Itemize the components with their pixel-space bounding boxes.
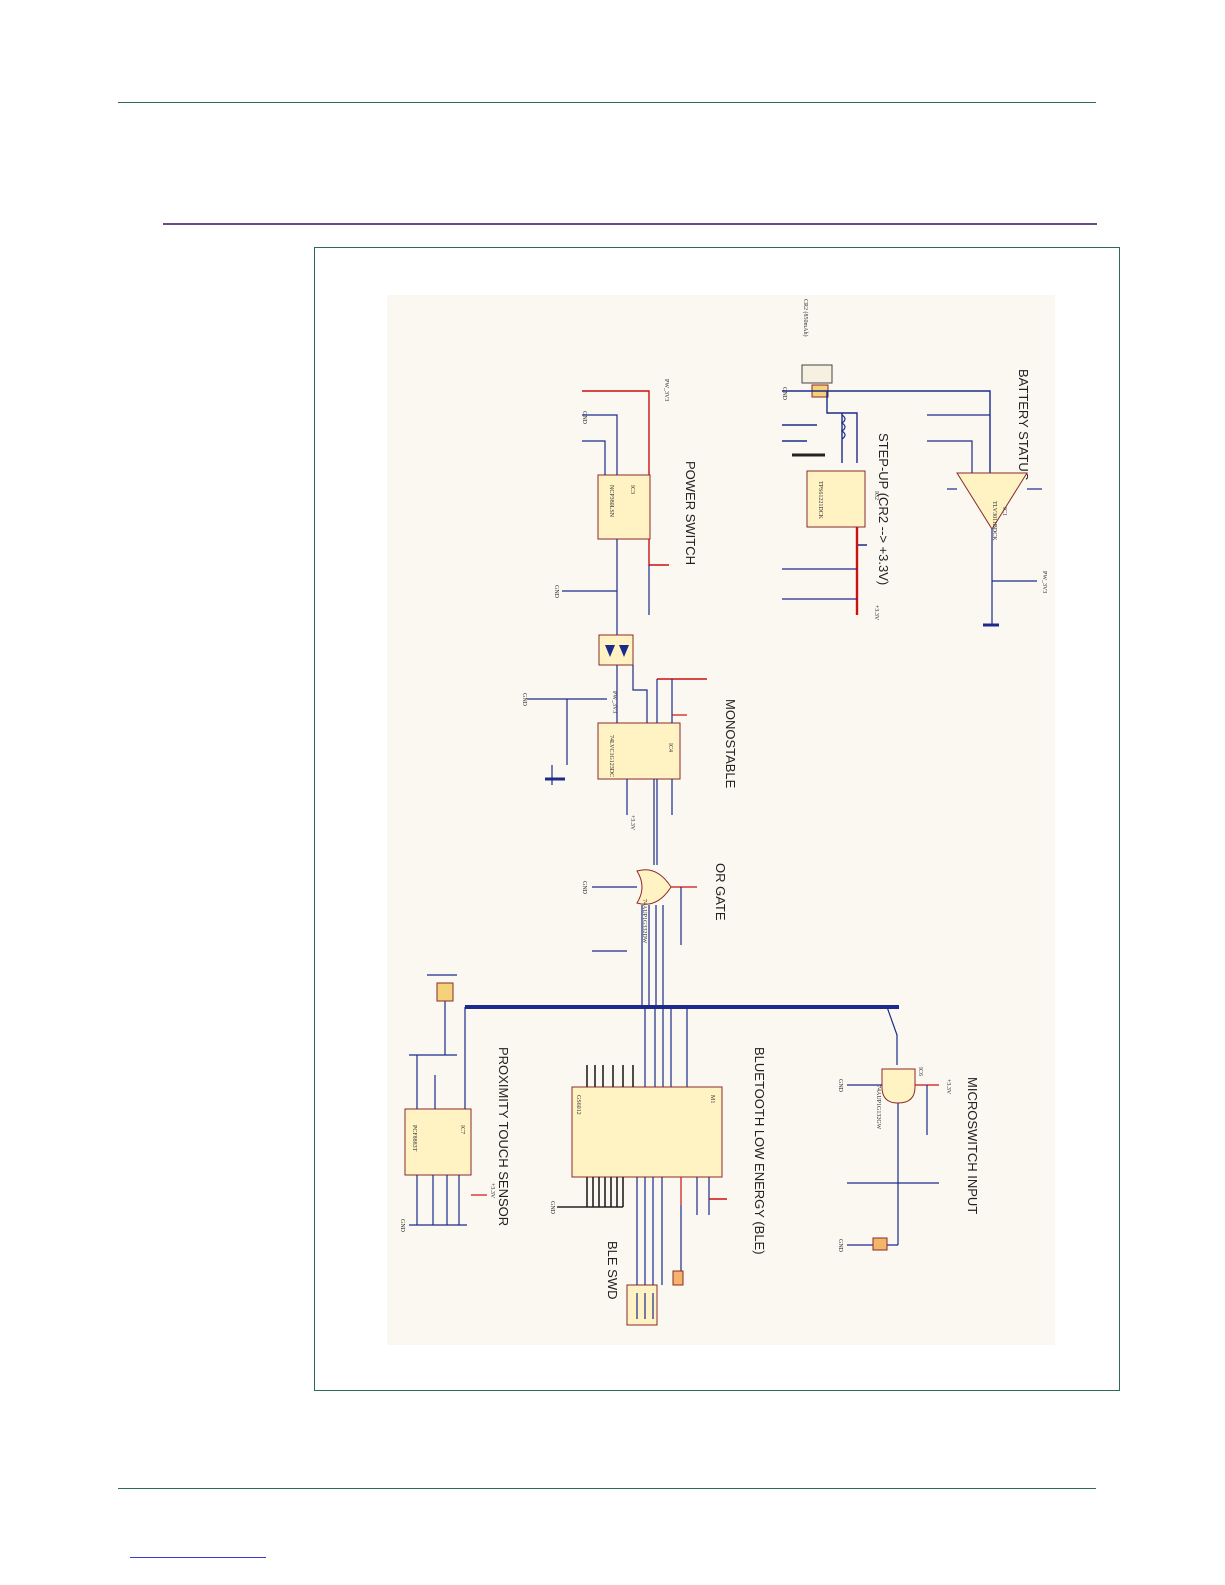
ic6-name: IC6: [917, 1067, 923, 1076]
gnd-tag: GND: [781, 387, 787, 401]
ic3-chip: IC3 NCP380LSN: [597, 474, 651, 540]
schematic-sheet: BATTERY STATUS STEP-UP (CR2 --> +3.3V) P…: [387, 295, 1055, 1345]
footer-link-underline[interactable]: [130, 1557, 266, 1558]
ble-gpio-stubs: [557, 1065, 634, 1208]
stepup-rail-label: +3.3V: [873, 605, 879, 621]
ic6-schmitt: IC6 74AUP1G132GW: [875, 1067, 923, 1130]
swd-connector: [626, 1284, 658, 1326]
microswitch-wires: [847, 1084, 939, 1246]
ic2-part: TPS61221DCK: [817, 481, 823, 520]
ic3-name: IC3: [629, 485, 635, 494]
bus-taps: [444, 1001, 898, 1087]
footer-rule: [118, 1488, 1096, 1489]
ic7-chip: IC7 PCF8883T: [404, 1108, 472, 1176]
gnd-tag: GND: [581, 411, 587, 425]
label-or-gate: OR GATE: [713, 863, 728, 921]
ic1-name: IC1: [1001, 507, 1007, 516]
m1-name: M1: [709, 1095, 715, 1103]
gnd-tag: GND: [521, 693, 527, 707]
ic1-pw-label: PW_3V3: [1041, 571, 1047, 593]
label-ble: BLUETOOTH LOW ENERGY (BLE): [752, 1047, 767, 1255]
or-gate-wires: [592, 779, 697, 1005]
gnd-tag: GND: [581, 881, 587, 895]
touch-rail-label: +3.3V: [489, 1183, 495, 1199]
dual-diode: [598, 634, 634, 666]
ic4-chip: IC4 74LVC1G123DC: [597, 722, 681, 780]
label-monostable: MONOSTABLE: [723, 699, 738, 789]
schematic-diagram: BATTERY STATUS STEP-UP (CR2 --> +3.3V) P…: [399, 299, 1047, 1326]
gnd-tag: GND: [549, 1201, 555, 1215]
microswitch-rail-label: +3.3V: [945, 1079, 951, 1095]
gnd-tag: GND: [837, 1239, 843, 1253]
battery-label: CR2 (850mAh): [802, 299, 809, 337]
header-rule: [118, 102, 1096, 103]
ic2-name: IC2: [873, 491, 879, 500]
ic6-part: 74AUP1G132GW: [875, 1085, 881, 1130]
label-ble-swd: BLE SWD: [605, 1241, 620, 1300]
ble-power-wires: [680, 1177, 727, 1285]
mono-pw-label: PW_3V3: [611, 691, 617, 713]
ic3-part: NCP380LSN: [608, 485, 614, 518]
ic4-part: 74LVC1G123DC: [608, 735, 614, 777]
gnd-tag: GND: [837, 1079, 843, 1093]
ic1-wires: [927, 414, 1042, 625]
swd-wires: [636, 1177, 663, 1285]
ic2-chip: IC2 TPS61221DCK: [806, 470, 879, 528]
ic4-rail-label: +3.3V: [629, 815, 635, 831]
stepup-output: [782, 453, 859, 615]
gnd-tag: GND: [553, 585, 559, 599]
swd-jumper: [672, 1270, 684, 1286]
label-battery-status: BATTERY STATUS: [1016, 369, 1031, 481]
power-switch-wires: [562, 390, 669, 635]
section-rule: [163, 223, 1097, 225]
ic7-name: IC7: [459, 1125, 465, 1134]
touch-pad: [436, 982, 454, 1002]
m1-part: GS6012: [575, 1095, 581, 1115]
battery-cell: CR2 (850mAh): [801, 299, 833, 398]
ic4-name: IC4: [667, 743, 673, 752]
ic7-part: PCF8883T: [411, 1125, 417, 1152]
or-gate: 74AUP1G332DW: [636, 869, 672, 944]
ic1-comparator: IC1 TLV3011BDCK: [956, 472, 1028, 541]
label-power-switch: POWER SWITCH: [683, 461, 698, 565]
ic1-part: TLV3011BDCK: [991, 501, 997, 541]
touch-wires: [409, 974, 487, 1226]
label-microswitch: MICROSWITCH INPUT: [965, 1077, 980, 1214]
microswitch-connector: [872, 1237, 888, 1251]
label-step-up: STEP-UP (CR2 --> +3.3V): [876, 433, 891, 585]
or-gate-part: 74AUP1G332DW: [641, 899, 647, 944]
label-touch-sensor: PROXIMITY TOUCH SENSOR: [496, 1047, 511, 1226]
inductor: [840, 414, 846, 440]
ble-module: M1 GS6012: [571, 1086, 723, 1178]
ic3-pw-label: PW_3V3: [663, 379, 669, 401]
gnd-tag: GND: [399, 1219, 405, 1233]
monostable-wires: [527, 665, 707, 865]
